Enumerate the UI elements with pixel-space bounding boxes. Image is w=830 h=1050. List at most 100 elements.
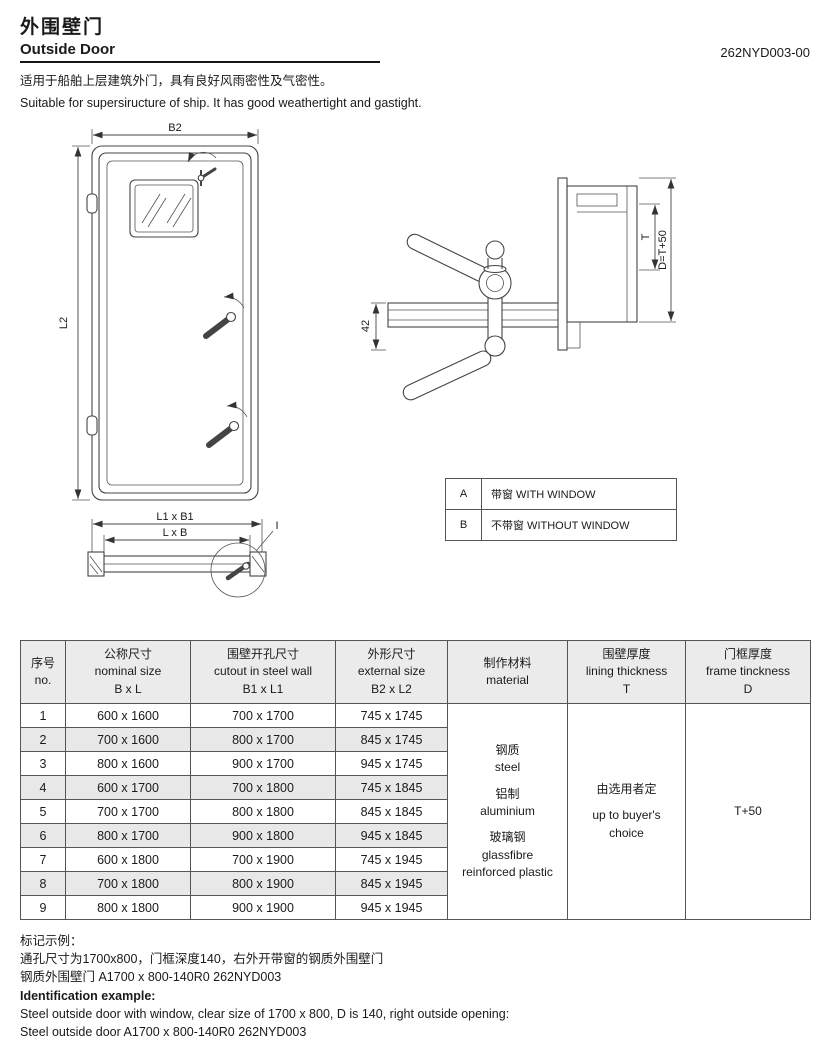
material-line: 玻璃钢 xyxy=(489,830,526,845)
cell-no: 3 xyxy=(20,751,66,777)
door-handle-mid xyxy=(203,292,245,339)
table-row: 1 600 x 1600 700 x 1700 745 x 1745 钢质 st… xyxy=(20,703,811,921)
spec-table: 序号 no. 公称尺寸 nominal size B x L 围壁开孔尺寸 cu… xyxy=(20,639,811,921)
material-line: aluminium xyxy=(480,803,535,818)
cell-nominal: 700 x 1800 xyxy=(65,871,191,897)
variant-row: A 带窗 WITH WINDOW xyxy=(445,478,677,510)
cell-nominal: 700 x 1700 xyxy=(65,799,191,825)
detail-circle: I xyxy=(210,520,279,598)
cell-cutout: 900 x 1800 xyxy=(190,823,336,849)
page-header: 外围壁门 Outside Door 262NYD003-00 xyxy=(20,12,810,63)
header-text: 围壁厚度 xyxy=(602,647,651,661)
cell-no: 8 xyxy=(20,871,66,897)
material-line: reinforced plastic xyxy=(462,865,553,880)
page-title-cn: 外围壁门 xyxy=(20,17,105,38)
dim-label-t: T xyxy=(640,233,652,240)
handle-lever-bottom xyxy=(402,350,492,401)
cell-nominal: 600 x 1600 xyxy=(65,703,191,729)
door-outer-frame xyxy=(91,145,259,501)
detail-ref-label: I xyxy=(275,520,278,532)
header-text: external size xyxy=(357,664,426,679)
cell-external: 745 x 1945 xyxy=(335,847,448,873)
header-text: 围壁开孔尺寸 xyxy=(226,647,299,661)
cell-nominal: 800 x 1700 xyxy=(65,823,191,849)
frame-section-drawing: T D=T+50 xyxy=(557,177,676,351)
variant-label: 不带窗 WITHOUT WINDOW xyxy=(481,509,677,541)
table-row: 7 600 x 1800 700 x 1900 745 x 1945 xyxy=(20,847,811,873)
example-label-cn: 标记示例： xyxy=(20,934,83,949)
header-text: T xyxy=(622,681,631,696)
variant-label: 带窗 WITH WINDOW xyxy=(481,478,677,510)
dim-label-42: 42 xyxy=(360,320,372,332)
cell-external: 945 x 1845 xyxy=(335,823,448,849)
cell-cutout: 900 x 1700 xyxy=(190,751,336,777)
lining-cell: 由选用者定 up to buyer's choice xyxy=(567,703,686,921)
lining-line: up to buyer's xyxy=(592,808,661,823)
cell-external: 745 x 1845 xyxy=(335,775,448,801)
header-text: frame tinckness xyxy=(705,664,791,679)
header-text: no. xyxy=(34,673,52,688)
col-header-cutout: 围壁开孔尺寸 cutout in steel wall B1 x L1 xyxy=(190,639,336,705)
hinge-top xyxy=(86,193,98,214)
cell-external: 945 x 1945 xyxy=(335,895,448,921)
cell-cutout: 700 x 1700 xyxy=(190,703,336,729)
header-text: material xyxy=(486,673,529,688)
table-row: 9 800 x 1800 900 x 1900 945 x 1945 xyxy=(20,895,811,921)
cell-external: 945 x 1745 xyxy=(335,751,448,777)
example-en-line2: Steel outside door A1700 x 800-140R0 262… xyxy=(20,1024,307,1039)
door-plan-section-drawing: L1 x B1 L x B I xyxy=(87,511,279,598)
header-text: 序号 xyxy=(30,655,55,670)
dim-label-l2: L2 xyxy=(58,317,70,329)
cell-nominal: 800 x 1800 xyxy=(65,895,191,921)
door-handle-lower xyxy=(206,401,248,448)
cell-no: 1 xyxy=(20,703,66,729)
variant-row: B 不带窗 WITHOUT WINDOW xyxy=(445,509,677,541)
description-en: Suitable for supersiructure of ship. It … xyxy=(20,95,422,110)
frame-cell: T+50 xyxy=(685,703,811,921)
col-header-external: 外形尺寸 external size B2 x L2 xyxy=(335,639,448,705)
lining-line: choice xyxy=(609,825,644,840)
example-label-en: Identification example: xyxy=(20,988,156,1003)
cell-cutout: 700 x 1800 xyxy=(190,775,336,801)
cell-nominal: 600 x 1700 xyxy=(65,775,191,801)
handle-knob xyxy=(485,240,505,260)
dim-label-lb: L x B xyxy=(163,527,188,539)
variant-code: B xyxy=(445,509,482,541)
door-inner-frame xyxy=(98,152,252,494)
header-text: 制作材料 xyxy=(483,655,532,670)
header-text: 公称尺寸 xyxy=(103,647,152,661)
cell-nominal: 600 x 1800 xyxy=(65,847,191,873)
door-elevation-drawing: B2 L2 xyxy=(58,122,259,501)
lining-line: 由选用者定 xyxy=(596,782,657,797)
col-header-lining: 围壁厚度 lining thickness T xyxy=(567,639,686,705)
cell-external: 845 x 1745 xyxy=(335,727,448,753)
example-cn-line2: 钢质外围壁门 A1700 x 800-140R0 262NYD003 xyxy=(20,970,282,985)
page-title-en: Outside Door xyxy=(20,41,116,58)
table-row: 3 800 x 1600 900 x 1700 945 x 1745 xyxy=(20,751,811,777)
cell-no: 4 xyxy=(20,775,66,801)
header-text: 门框厚度 xyxy=(723,647,772,661)
cell-nominal: 800 x 1600 xyxy=(65,751,191,777)
header-text: lining thickness xyxy=(585,664,668,679)
material-line: glassfibre xyxy=(481,847,534,862)
dim-label-d: D=T+50 xyxy=(657,230,669,270)
spec-header-row: 序号 no. 公称尺寸 nominal size B x L 围壁开孔尺寸 cu… xyxy=(20,639,811,705)
cell-cutout: 900 x 1900 xyxy=(190,895,336,921)
cell-no: 9 xyxy=(20,895,66,921)
door-panel xyxy=(106,160,244,486)
description-cn: 适用于船舶上层建筑外门，具有良好风雨密性及气密性。 xyxy=(20,74,333,88)
col-header-frame: 门框厚度 frame tinckness D xyxy=(685,639,811,705)
cell-cutout: 700 x 1900 xyxy=(190,847,336,873)
variant-table: A 带窗 WITH WINDOW B 不带窗 WITHOUT WINDOW xyxy=(445,478,677,541)
material-line: steel xyxy=(494,760,521,775)
hinge-bottom xyxy=(86,415,98,436)
col-header-material: 制作材料 material xyxy=(447,639,568,705)
header-text: B2 x L2 xyxy=(371,681,412,696)
col-header-nominal: 公称尺寸 nominal size B x L xyxy=(65,639,191,705)
technical-drawings: B2 L2 xyxy=(58,122,676,598)
dim-label-l1b1: L1 x B1 xyxy=(156,511,193,523)
header-text: D xyxy=(743,681,753,696)
cell-no: 5 xyxy=(20,799,66,825)
cell-external: 845 x 1845 xyxy=(335,799,448,825)
